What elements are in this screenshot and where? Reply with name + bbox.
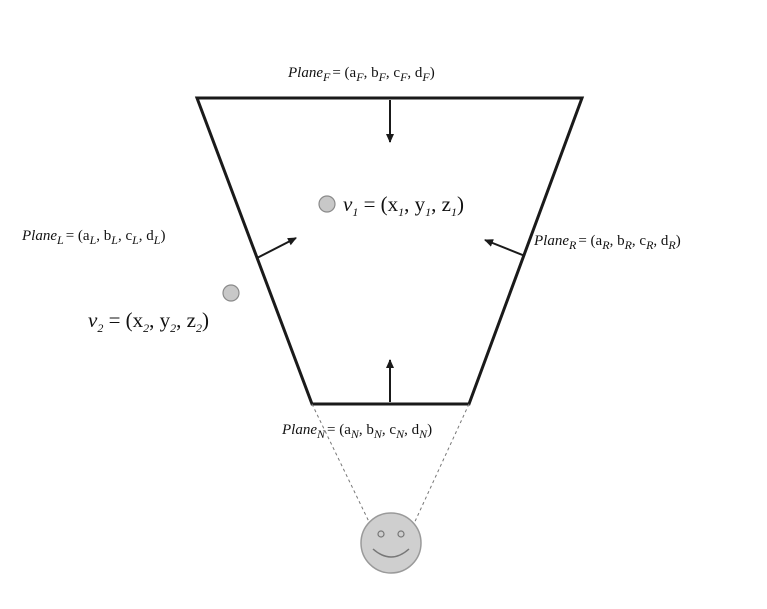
frustum-outline (194, 96, 585, 406)
left-plane-normal-arrow (256, 237, 297, 259)
right-plane-normal-arrow (484, 239, 526, 257)
label-plane-far: PlaneF= (aF, bF, cF, dF) (287, 65, 435, 84)
view-cone-right-line (411, 403, 470, 529)
view-cone-left-line (311, 403, 373, 529)
smiley-face-icon (360, 512, 422, 574)
label-point-v2: v2 = (x2, y2, z2) (88, 308, 209, 335)
label-plane-near: PlaneN= (aN, bN, cN, dN) (281, 422, 432, 441)
point-v1 (318, 195, 336, 213)
label-plane-right: PlaneR= (aR, bR, cR, dR) (533, 233, 681, 252)
label-point-v1: v1 = (x1, y1, z1) (343, 192, 464, 219)
point-v2 (222, 284, 240, 302)
label-plane-left: PlaneL= (aL, bL, cL, dL) (21, 228, 165, 247)
